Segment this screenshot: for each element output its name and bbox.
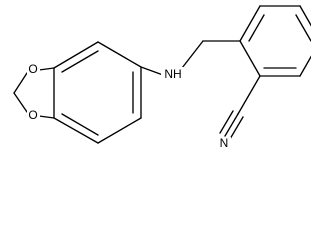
benzodioxole-ring-bond-6 [53,117,99,144]
benzodioxole-inner-double-bond-3 [61,113,99,136]
nh-label: NH [164,67,181,81]
bond-obottom-ring [38,115,55,119]
bond-ring-to-nitrile-carbon [237,75,261,115]
benzonitrile-inner-double-bond-2 [295,14,311,42]
bond-dioxole-ch2-obottom [13,92,28,113]
o-bottom-label: O [28,108,37,122]
nh-label-background [161,67,185,82]
benzonitrile-ring-bond-3 [299,5,311,27]
nitrile-n-label: N [220,136,229,150]
nitrile-triple-bond-1 [224,113,239,137]
nitrile-n-label-background [217,137,231,150]
bond-otop-ring [38,67,55,71]
bond-nh-to-ch2 [181,40,204,69]
benzonitrile-inner-double-bond-1 [248,14,265,42]
chemical-structure-diagram: O O NH N [13,5,311,150]
o-top-label-background [27,63,40,77]
benzodioxole-ring-bond-2 [53,41,99,69]
benzonitrile-group [219,5,311,140]
benzonitrile-ring-bond-4 [299,55,311,77]
benzodioxole-inner-double-bond-1 [61,50,99,73]
atom-labels: O O NH N [27,62,231,150]
benzodioxole-ring-bond-5 [97,117,142,144]
bond-ring-to-nh [140,66,164,76]
benzodioxole-group [13,41,142,144]
benzonitrile-ring-bond-6 [239,40,261,77]
benzonitrile-ring-bond-1 [239,5,261,42]
linker-group [140,40,241,76]
nitrile-triple-bond-2 [229,116,244,140]
nitrile-triple-bond-3 [219,110,234,134]
o-top-label: O [28,62,37,76]
benzodioxole-ring-bond-3 [97,41,142,68]
bond-dioxole-ch2-otop [13,72,28,94]
o-bottom-label-background [27,109,40,123]
